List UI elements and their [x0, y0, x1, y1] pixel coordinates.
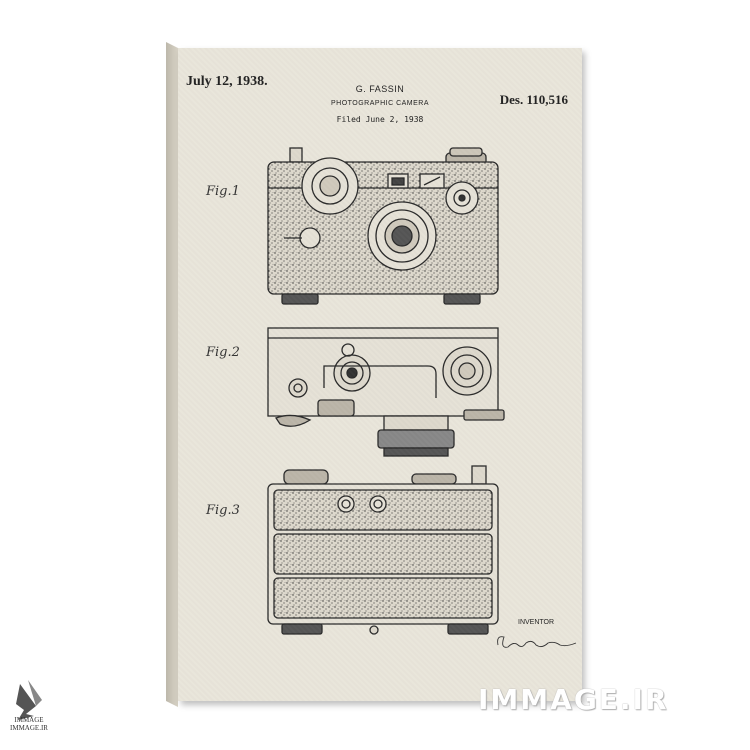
- inventor-signature: [497, 636, 577, 648]
- patent-number: Des. 110,516: [499, 92, 568, 107]
- immage-logo-icon: [16, 680, 42, 720]
- patent-sheet: July 12, 1938. Des. 110,516 G. FASSIN PH…: [178, 48, 582, 701]
- logo-name: IMMAGE: [14, 716, 44, 724]
- inventor-name: G. FASSIN: [355, 84, 405, 94]
- filed-date: Filed June 2, 1938: [336, 115, 424, 124]
- fig1-camera-front-drawing: [267, 147, 505, 635]
- patent-title: PHOTOGRAPHIC CAMERA: [330, 100, 430, 107]
- fig3-label: Fig.3: [206, 503, 240, 518]
- inventor-label: INVENTOR: [518, 619, 555, 626]
- logo-url: IMMAGE.IR: [10, 724, 48, 732]
- fig1-label: Fig.1: [206, 184, 240, 199]
- logo-text: IMMAGE IMMAGE.IR: [6, 716, 52, 732]
- canvas-print: July 12, 1938. Des. 110,516 G. FASSIN PH…: [166, 42, 582, 707]
- fig2-label: Fig.2: [206, 345, 240, 360]
- patent-date: July 12, 1938.: [186, 74, 268, 89]
- watermark-text: IMMAGE.IR: [478, 683, 669, 716]
- canvas-edge: [166, 42, 178, 707]
